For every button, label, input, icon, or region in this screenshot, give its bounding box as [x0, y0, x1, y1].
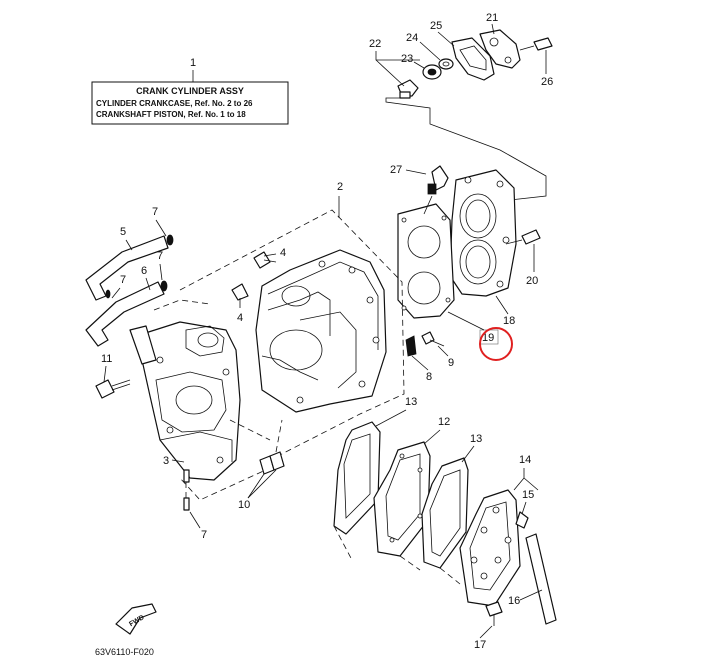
highlight-circle-19	[479, 327, 513, 361]
hose-16	[515, 511, 557, 625]
cover-12	[373, 441, 431, 557]
callout-6: 6	[141, 265, 147, 277]
info-box-line2: CRANKSHAFT PISTON, Ref. No. 1 to 18	[96, 110, 246, 119]
hoses	[85, 234, 174, 347]
dowel-pins	[183, 469, 190, 511]
callout-24: 24	[406, 32, 418, 44]
callout-25: 25	[430, 20, 442, 32]
callout-15: 15	[522, 489, 534, 501]
callout-2: 2	[337, 181, 343, 193]
info-box-line1: CYLINDER CRANKCASE, Ref. No. 2 to 26	[96, 99, 253, 108]
callout-23: 23	[401, 53, 413, 65]
callout-7d: 7	[201, 529, 207, 541]
callout-13b: 13	[470, 433, 482, 445]
callout-4b: 4	[237, 312, 243, 324]
crankcase	[255, 249, 387, 413]
cylinder-head-group	[397, 165, 541, 319]
bolt-17	[485, 601, 503, 626]
callout-21: 21	[486, 12, 498, 24]
callout-13a: 13	[405, 396, 417, 408]
callout-16: 16	[508, 595, 520, 607]
callout-3: 3	[163, 455, 169, 467]
callout-26: 26	[541, 76, 553, 88]
gasket-13a	[333, 421, 381, 535]
callout-8: 8	[426, 371, 432, 383]
exhaust-cover-group	[397, 29, 553, 99]
callout-10: 10	[238, 499, 250, 511]
pin-and-bolt	[405, 331, 445, 357]
cylinder-body	[129, 321, 241, 481]
info-box-title: CRANK CYLINDER ASSY	[136, 86, 244, 96]
plugs-10	[259, 451, 285, 475]
callout-7a: 7	[152, 206, 158, 218]
callout-9: 9	[448, 357, 454, 369]
callout-11: 11	[101, 353, 112, 365]
info-box	[91, 81, 289, 125]
callout-5: 5	[120, 226, 126, 238]
callout-4a: 4	[280, 247, 286, 259]
bolt-11	[95, 379, 131, 399]
callout-18: 18	[503, 315, 515, 327]
callout-19: 19	[482, 332, 494, 344]
callout-20: 20	[526, 275, 538, 287]
callout-1: 1	[190, 57, 196, 69]
callout-14: 14	[519, 454, 531, 466]
callout-12: 12	[438, 416, 450, 428]
callout-7b: 7	[157, 250, 163, 262]
outer-cover-14	[459, 489, 521, 607]
callout-7c: 7	[120, 274, 126, 286]
callout-22: 22	[369, 38, 381, 50]
callout-27: 27	[390, 164, 402, 176]
callout-17: 17	[474, 639, 486, 651]
fwd-arrow: FWD	[115, 603, 157, 635]
figure-code: 63V6110-F020	[95, 647, 154, 657]
